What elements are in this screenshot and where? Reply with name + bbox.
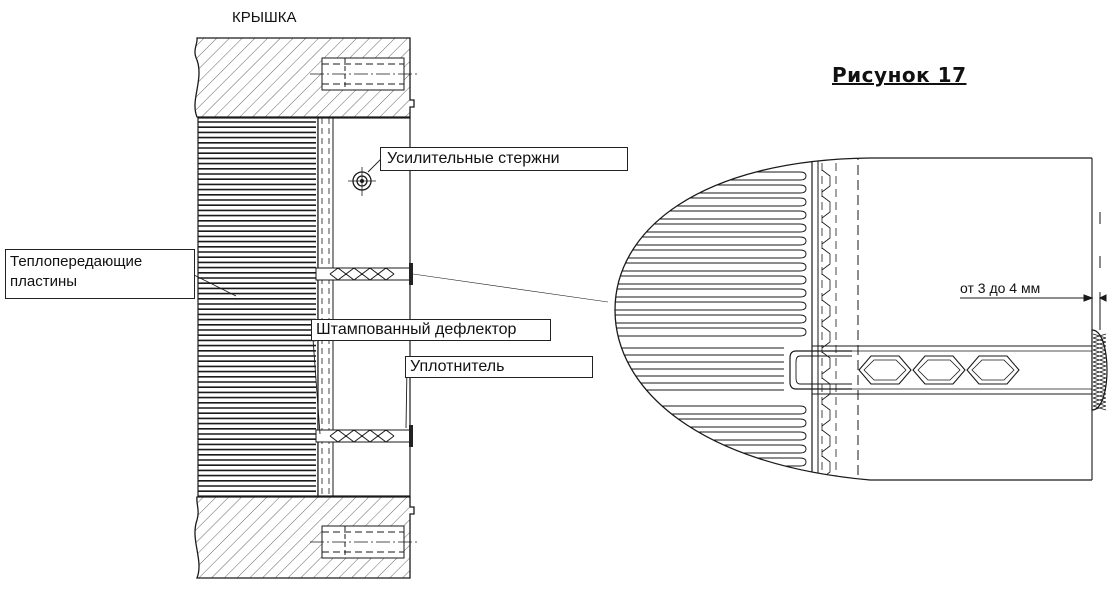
gasket-upper [315,263,413,285]
heat-transfer-plates-label: Теплопередающие пластины [5,249,195,299]
detail-ellipse-outline [614,157,1092,481]
gap-dimension-label: от 3 до 4 мм [960,280,1041,296]
top-cover-block [194,37,418,118]
detail-view [614,157,1108,481]
bottom-cover-block [194,496,418,579]
figure-title: Рисунок 17 [832,63,967,87]
stamped-deflector-label: Штампованный дефлектор [311,319,551,341]
gasket-lower [315,425,413,447]
section-view [194,37,418,579]
plate-stack [197,117,319,497]
reinforcing-rod-icon [348,167,376,196]
cover-label: КРЫШКА [232,9,297,26]
deflector-hex-chain [858,355,1020,385]
reinforcing-rods-label: Усилительные стержни [380,147,628,171]
seal-label: Уплотнитель [405,356,593,378]
gap-dimension [960,292,1107,340]
seal-cap-icon [1091,329,1108,411]
